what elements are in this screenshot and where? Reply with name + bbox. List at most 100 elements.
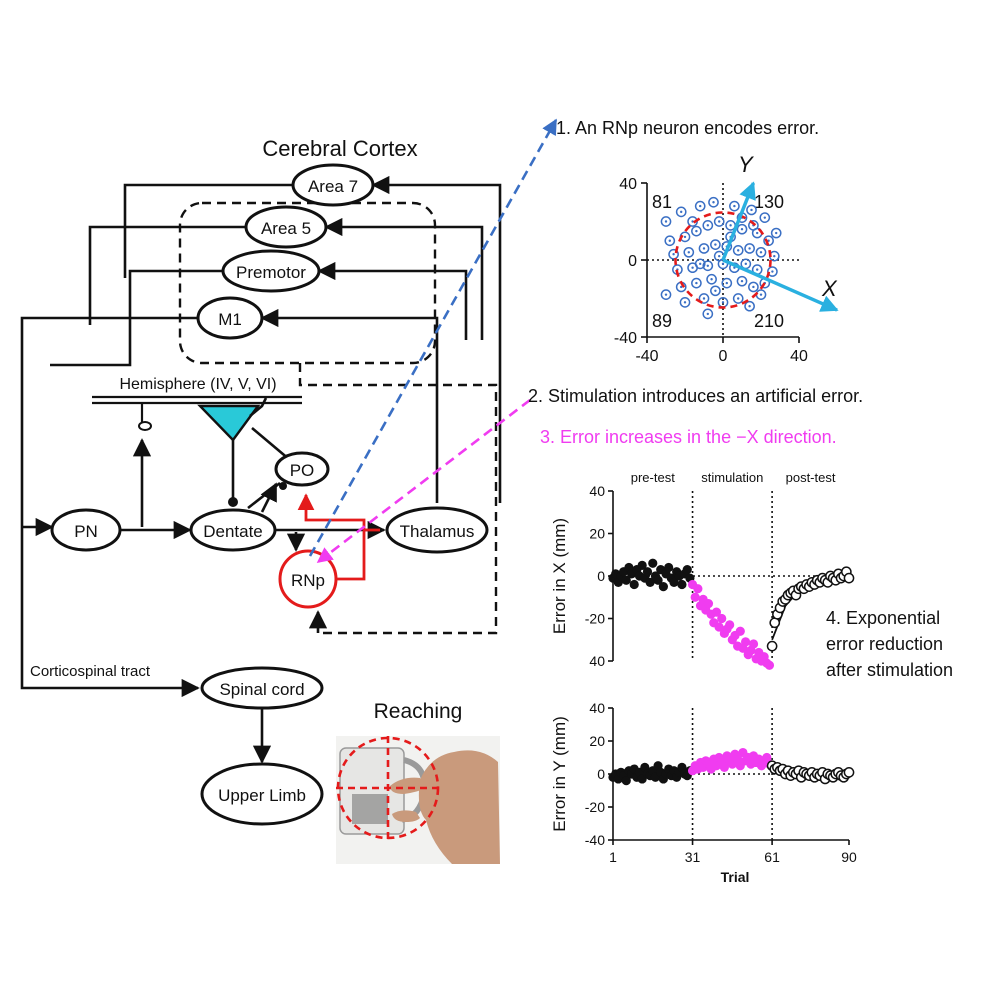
stimulation-point: [693, 584, 703, 594]
scatter-point-center: [744, 262, 747, 266]
scatter-point: [710, 285, 721, 297]
pretest-point: [621, 575, 631, 585]
step4-line2: error reduction: [826, 634, 943, 654]
x-direction-vector: [722, 258, 839, 312]
scatter-point: [736, 275, 748, 287]
scatter-point: [683, 246, 695, 258]
phase-label: stimulation: [701, 470, 763, 485]
thal-to-premotor: [317, 261, 468, 340]
y-vector-label: Y: [738, 152, 754, 177]
posttest-point: [843, 767, 855, 778]
hemisphere-label: Hemisphere (IV, V, VI): [119, 376, 276, 393]
scatter-point-center: [752, 285, 755, 289]
stimulation-point: [690, 592, 700, 602]
magenta-dashed-connector: [316, 398, 531, 564]
scatter-point: [721, 277, 733, 289]
scatter-point: [744, 300, 755, 312]
series-ylabel: Error in X (mm): [550, 518, 569, 634]
blue-dashed-connector: [308, 118, 558, 557]
scatter-point: [770, 227, 782, 239]
scatter-point: [763, 235, 774, 247]
scatter-point: [675, 206, 687, 218]
series-xtick-label: 1: [609, 849, 617, 865]
scatter-point-center: [718, 254, 721, 258]
series-ytick-label: 20: [589, 733, 605, 749]
series-ytick-label: 40: [589, 653, 605, 669]
svg-text:Dentate: Dentate: [203, 522, 263, 541]
scatter-point-center: [706, 224, 709, 227]
series-ytick-label: 20: [589, 526, 605, 542]
scatter-point: [698, 243, 710, 254]
node-rnp: RNp: [278, 549, 338, 609]
scatter-point: [702, 220, 714, 231]
area5-output: [88, 225, 246, 325]
scatter-point-center: [672, 253, 675, 256]
stimulation-point: [735, 626, 745, 636]
scatter-point: [706, 273, 717, 285]
reaching-title: Reaching: [374, 700, 463, 723]
scatter-point: [755, 246, 767, 258]
scatter-point: [713, 216, 725, 227]
scatter-point-center: [664, 293, 668, 296]
scatter-point-center: [691, 220, 694, 223]
step2-text: 2. Stimulation introduces an artificial …: [528, 386, 863, 406]
scatter-point: [664, 235, 676, 247]
quadrant-count-lower-left: 89: [652, 311, 672, 331]
quadrant-count-upper-left: 81: [652, 192, 672, 212]
error-threshold-circle: [674, 211, 772, 309]
node-spinal-cord: Spinal cord: [200, 666, 324, 710]
scatter-point: [732, 245, 744, 256]
posttest-point: [843, 572, 855, 584]
scatter-point-center: [699, 262, 702, 266]
pretest-point: [677, 579, 687, 590]
rnp-red-output: [297, 493, 366, 581]
scatter-point: [732, 293, 744, 304]
pretest-point: [621, 776, 631, 786]
scatter-point: [708, 196, 719, 208]
scatter-xtick-label: 0: [719, 348, 728, 365]
series-xtick-label: 61: [764, 849, 780, 865]
scatter-point-center: [775, 231, 778, 235]
svg-text:Area 7: Area 7: [308, 177, 358, 196]
node-upper-limb: Upper Limb: [200, 762, 324, 826]
scatter-point-center: [733, 204, 736, 208]
stimulation-point: [740, 637, 751, 647]
scatter-point-center: [737, 297, 740, 300]
corticospinal-label: Corticospinal tract: [30, 663, 151, 680]
series-ytick-label: 0: [597, 568, 605, 584]
pretest-point: [642, 567, 653, 577]
scatter-point: [746, 204, 757, 216]
pretest-point: [682, 565, 692, 575]
node-m1: M1: [196, 296, 264, 340]
pretest-point: [645, 577, 655, 587]
scatter-point-center: [695, 229, 698, 233]
scatter-ytick-label: 40: [619, 176, 637, 193]
scatter-point-center: [687, 251, 690, 254]
hand-grasping-mug-icon: [336, 736, 500, 864]
pretest-point: [669, 577, 679, 587]
scatter-ytick-label: -40: [614, 330, 637, 347]
node-pn: PN: [50, 508, 122, 552]
scatter-point: [660, 216, 672, 227]
thal-to-area5: [324, 217, 484, 340]
cortex-title: Cerebral Cortex: [262, 136, 417, 161]
series-xlabel: Trial: [721, 869, 750, 885]
step4-line3: after stimulation: [826, 660, 953, 680]
pretest-point: [658, 582, 668, 592]
scatter-xtick-label: -40: [635, 348, 658, 365]
scatter-point-center: [721, 262, 725, 266]
scatter-point-center: [702, 297, 706, 300]
scatter-point-center: [714, 289, 717, 292]
scatter-point: [694, 258, 706, 270]
pretest-point: [664, 562, 674, 573]
svg-text:Upper Limb: Upper Limb: [218, 786, 306, 805]
series-ytick-label: -20: [585, 611, 605, 627]
stimulation-point: [717, 613, 727, 624]
scatter-point-center: [710, 278, 713, 281]
scatter-point-center: [706, 264, 709, 267]
phase-label: post-test: [786, 470, 836, 485]
thal-to-area7: [371, 175, 502, 503]
phase-label: pre-test: [631, 470, 675, 485]
